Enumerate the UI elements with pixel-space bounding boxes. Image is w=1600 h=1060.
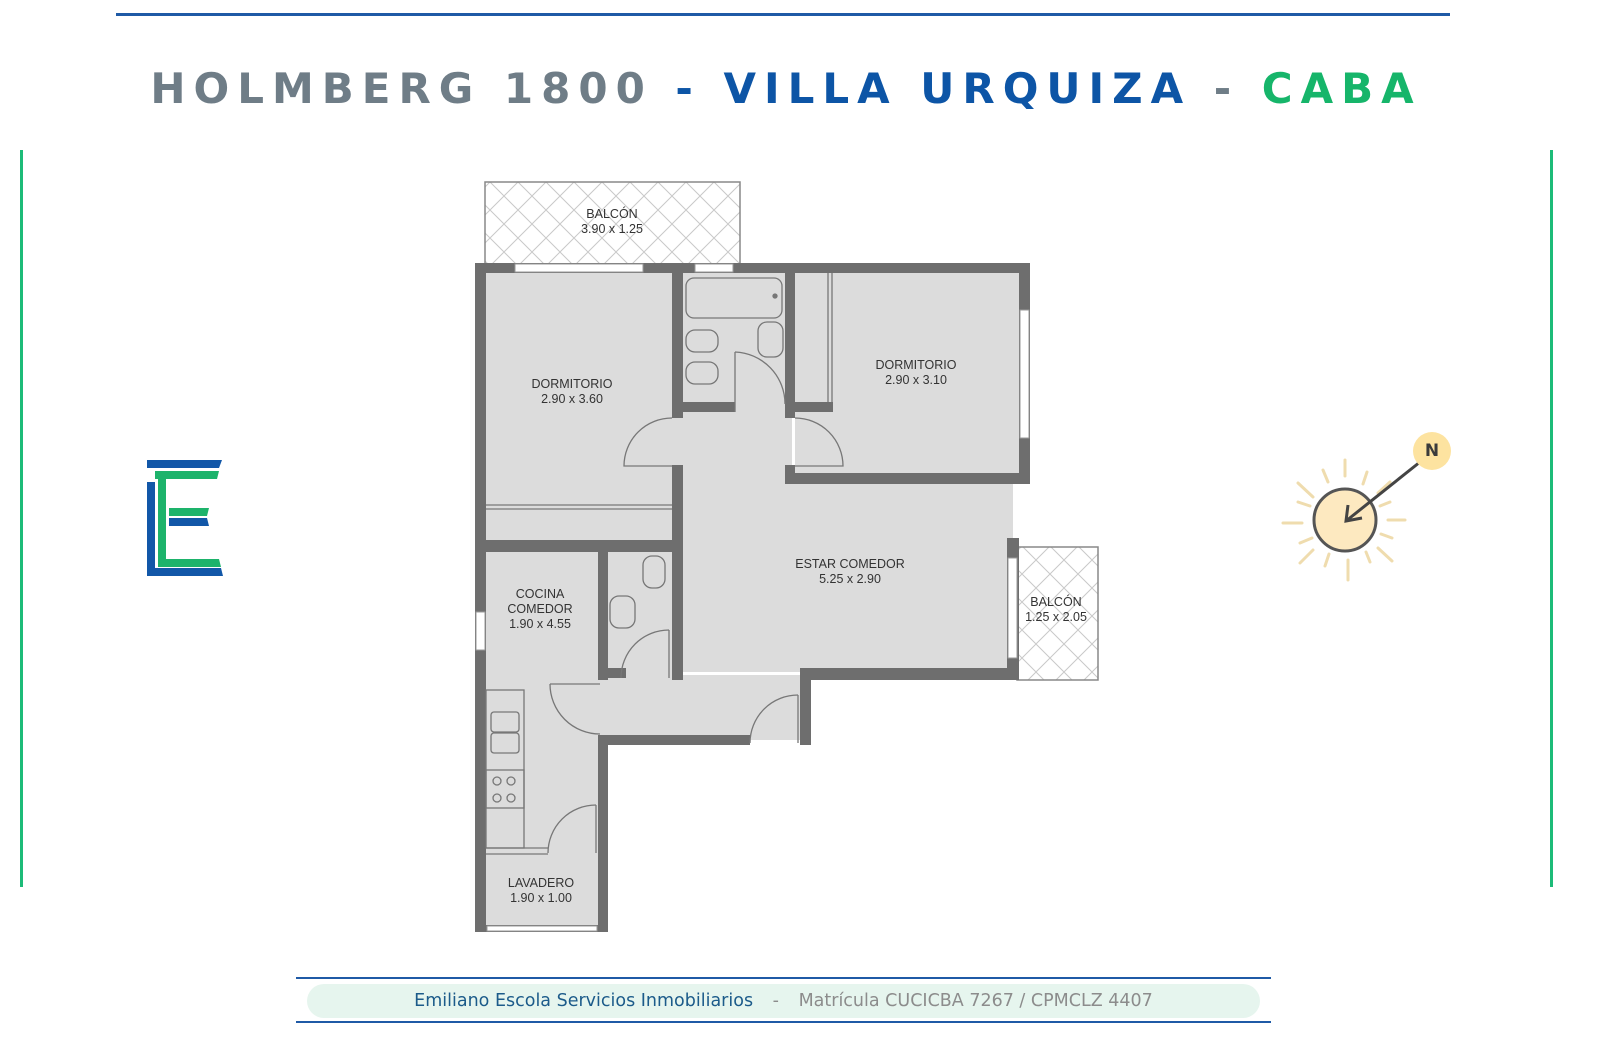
windows xyxy=(475,263,1030,932)
room-name: DORMITORIO xyxy=(875,358,957,372)
footer-top-divider xyxy=(296,977,1271,979)
room-label-laundry: LAVADERO 1.90 x 1.00 xyxy=(508,876,574,906)
room-size: 2.90 x 3.60 xyxy=(541,392,603,406)
sun-orientation-icon xyxy=(1281,458,1420,582)
room-label-bedroom-1: DORMITORIO 2.90 x 3.60 xyxy=(531,377,612,407)
footer-license: Matrícula CUCICBA 7267 / CPMCLZ 4407 xyxy=(798,991,1153,1011)
room-label-kitchen: COCINA COMEDOR 1.90 x 4.55 xyxy=(507,587,572,632)
title-neighborhood: VILLA URQUIZA xyxy=(723,64,1192,113)
room-label-bedroom-2: DORMITORIO 2.90 x 3.10 xyxy=(875,358,956,388)
company-logo xyxy=(147,460,223,576)
page-title: HOLMBERG 1800 - VILLA URQUIZA - CABA xyxy=(0,64,1572,113)
room-name: BALCÓN xyxy=(586,207,638,221)
room-size: 3.90 x 1.25 xyxy=(581,222,643,236)
title-separator: - xyxy=(1213,64,1240,113)
right-accent-line xyxy=(1550,150,1553,887)
left-accent-line xyxy=(20,150,23,887)
room-name: LAVADERO xyxy=(507,876,575,890)
footer-company: Emiliano Escola Servicios Inmobiliarios xyxy=(414,991,754,1011)
footer-banner: Emiliano Escola Servicios Inmobiliarios … xyxy=(307,984,1260,1018)
balcony-top xyxy=(484,181,741,265)
north-indicator: N xyxy=(1413,432,1451,470)
room-name: ESTAR COMEDOR xyxy=(795,557,905,571)
floor-areas xyxy=(486,273,1021,927)
footer-separator: - xyxy=(772,991,779,1011)
room-name: COMEDOR xyxy=(507,602,573,616)
room-size: 2.90 x 3.10 xyxy=(885,373,947,387)
room-name: BALCÓN xyxy=(1030,595,1082,609)
room-size: 1.25 x 2.05 xyxy=(1025,610,1087,624)
footer-bottom-divider xyxy=(296,1021,1271,1023)
room-label-balcony-side: BALCÓN 1.25 x 2.05 xyxy=(1025,595,1087,625)
room-size: 1.90 x 1.00 xyxy=(510,891,572,905)
title-city: CABA xyxy=(1261,64,1422,113)
top-divider xyxy=(116,13,1450,16)
room-label-living-dining: ESTAR COMEDOR 5.25 x 2.90 xyxy=(795,557,905,587)
fixtures xyxy=(485,273,844,855)
room-label-balcony-top: BALCÓN 3.90 x 1.25 xyxy=(581,207,643,237)
room-name: DORMITORIO xyxy=(531,377,613,391)
room-name: COCINA xyxy=(515,587,565,601)
balcony-side xyxy=(1016,546,1099,681)
room-size: 5.25 x 2.90 xyxy=(819,572,881,586)
room-size: 1.90 x 4.55 xyxy=(509,617,571,631)
title-separator: - xyxy=(675,64,701,113)
title-address: HOLMBERG 1800 xyxy=(150,64,653,113)
